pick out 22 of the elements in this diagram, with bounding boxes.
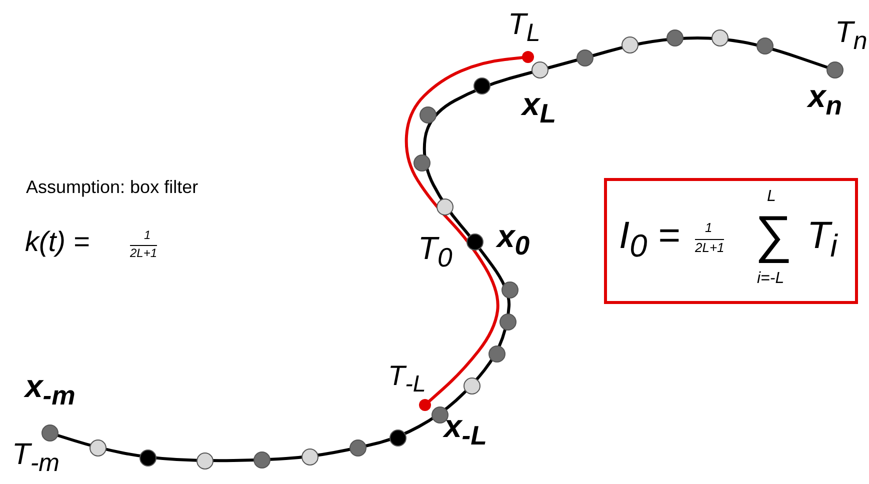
fraction-numerator: 1	[705, 221, 712, 234]
position-label: x$_{-L}$	[444, 410, 487, 450]
summation-limit: i=-L	[757, 271, 784, 287]
formula-box	[604, 178, 858, 304]
fraction-denominator: 2L+1	[130, 245, 158, 259]
position-label: x$_{0}$	[497, 220, 530, 260]
point-label: T$_{-m}$	[12, 440, 60, 476]
position-label: x$_{L}$	[522, 88, 556, 128]
point-label: T$_{n}$	[835, 18, 868, 54]
summation-limit: L	[767, 189, 776, 205]
fraction-numerator: 1	[144, 229, 151, 241]
assumption-note: Assumption: box filter	[26, 178, 198, 196]
position-label: x$_{-m}$	[25, 370, 76, 410]
formula-term: I$_{0}$ =	[619, 217, 680, 262]
formula-term: T$_{i}$	[807, 217, 838, 262]
fraction-denominator: 2L+1	[695, 239, 724, 254]
kernel-formula: k(t) =	[25, 228, 90, 256]
point-label: T$_{L}$	[508, 10, 540, 46]
point-label: T$_{-L}$	[388, 362, 426, 396]
point-label: T$_{0}$	[418, 232, 452, 272]
position-label: x$_{n}$	[808, 80, 842, 120]
summation-sign: ∑	[755, 209, 792, 261]
